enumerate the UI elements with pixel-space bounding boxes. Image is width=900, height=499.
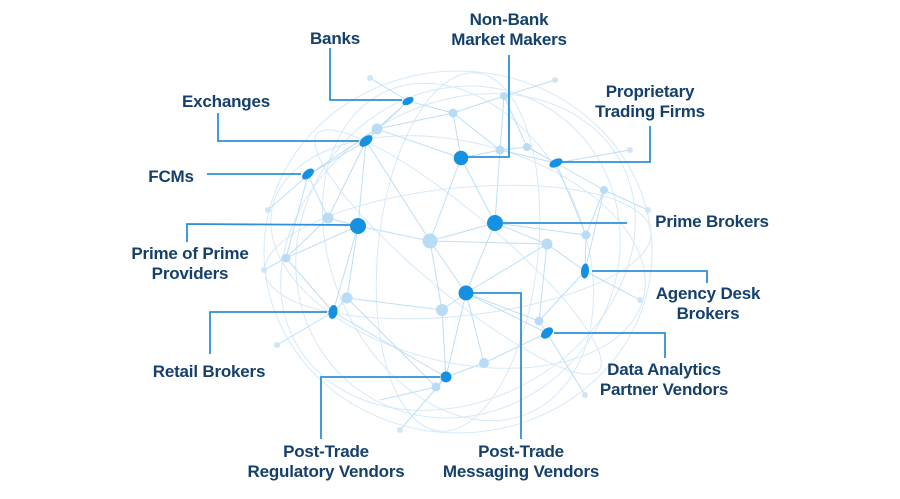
label-agency-desk-brokers: Agency Desk Brokers — [655, 284, 761, 323]
globe-wireframe — [263, 70, 653, 434]
leader-non-bank — [467, 55, 510, 158]
node-regulatory — [440, 371, 452, 383]
node-exchanges — [359, 135, 373, 147]
label-post-trade-regulatory-vendors: Post-Trade Regulatory Vendors — [247, 442, 405, 481]
globe-rim-dots — [261, 75, 651, 433]
label-fcms: FCMs — [148, 167, 194, 186]
node-banks — [402, 96, 414, 106]
globe-light-nodes — [281, 92, 608, 392]
leader-exchanges — [217, 113, 359, 142]
leader-proprietary — [562, 126, 651, 163]
leader-agency-desk — [592, 270, 708, 283]
leader-data-analytics — [554, 332, 666, 358]
node-fcms — [302, 168, 314, 180]
label-non-bank-market-makers: Non-Bank Market Makers — [451, 10, 567, 49]
leader-lines — [186, 48, 708, 439]
leader-banks — [329, 48, 402, 101]
node-prime-brokers — [487, 215, 503, 231]
node-non-bank — [453, 150, 469, 166]
leader-regulatory — [320, 376, 440, 439]
label-prime-brokers: Prime Brokers — [655, 212, 769, 231]
leader-prime-of-prime — [186, 223, 352, 242]
node-data-analytics — [540, 327, 554, 339]
node-retail — [328, 305, 338, 319]
label-proprietary-trading-firms: Proprietary Trading Firms — [595, 82, 705, 121]
label-banks: Banks — [309, 29, 361, 48]
node-prime-of-prime — [350, 218, 366, 234]
label-retail-brokers: Retail Brokers — [152, 362, 266, 381]
leader-messaging — [472, 292, 522, 439]
node-proprietary — [549, 158, 563, 168]
node-agency-desk — [580, 263, 590, 279]
label-data-analytics-partner-vendors: Data Analytics Partner Vendors — [599, 360, 729, 399]
label-exchanges: Exchanges — [182, 92, 270, 111]
globe-mesh — [263, 77, 649, 431]
leader-retail — [209, 311, 327, 354]
labeled-nodes — [302, 96, 590, 383]
label-post-trade-messaging-vendors: Post-Trade Messaging Vendors — [442, 442, 600, 481]
node-messaging — [458, 285, 474, 301]
label-prime-of-prime-providers: Prime of Prime Providers — [131, 244, 249, 283]
